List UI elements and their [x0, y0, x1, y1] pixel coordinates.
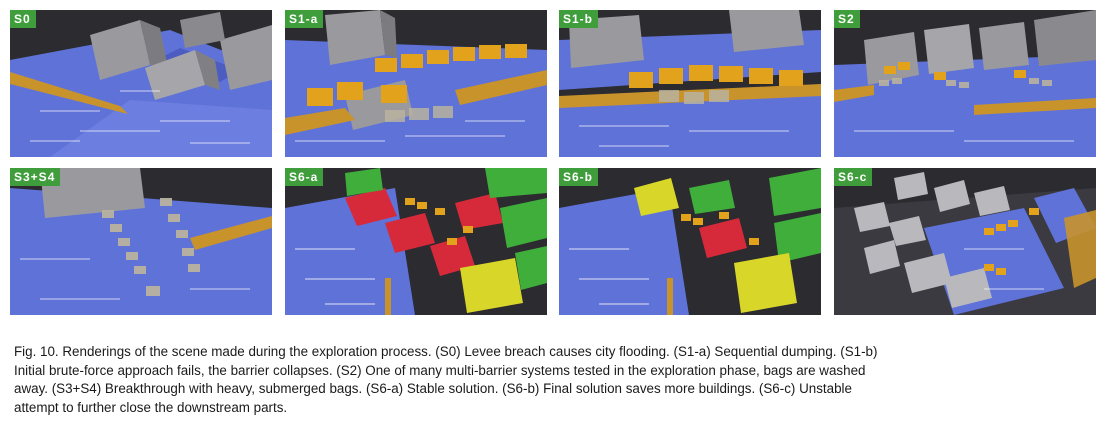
render-s2 [834, 10, 1096, 157]
caption-line: Fig. 10. Renderings of the scene made du… [14, 344, 878, 359]
panel-s2: S2 [834, 10, 1096, 157]
panel-label: S6-a [285, 168, 324, 186]
panel-label: S6-b [559, 168, 599, 186]
caption-line: attempt to further close the downstream … [14, 399, 288, 415]
panel-s6c: S6-c [834, 168, 1096, 315]
render-s6b [559, 168, 821, 315]
panel-s3s4: S3+S4 [10, 168, 272, 315]
caption-line: Initial brute-force approach fails, the … [14, 362, 866, 378]
render-s0 [10, 10, 272, 157]
panel-label: S3+S4 [10, 168, 61, 186]
panel-label: S6-c [834, 168, 873, 186]
render-s3s4 [10, 168, 272, 315]
panel-label: S0 [10, 10, 36, 28]
render-s6a [285, 168, 547, 315]
panel-s1a: S1-a [285, 10, 547, 157]
panel-s0: S0 [10, 10, 272, 157]
render-s1b [559, 10, 821, 157]
panel-label: S2 [834, 10, 860, 28]
render-s1a [285, 10, 547, 157]
panel-label: S1-a [285, 10, 324, 28]
caption-line: away. (S3+S4) Breakthrough with heavy, s… [14, 381, 852, 396]
render-s6c [834, 168, 1096, 315]
figure-caption: Fig. 10. Renderings of the scene made du… [14, 343, 1102, 417]
panel-s6a: S6-a [285, 168, 547, 315]
panel-s1b: S1-b [559, 10, 821, 157]
panel-s6b: S6-b [559, 168, 821, 315]
panel-label: S1-b [559, 10, 599, 28]
